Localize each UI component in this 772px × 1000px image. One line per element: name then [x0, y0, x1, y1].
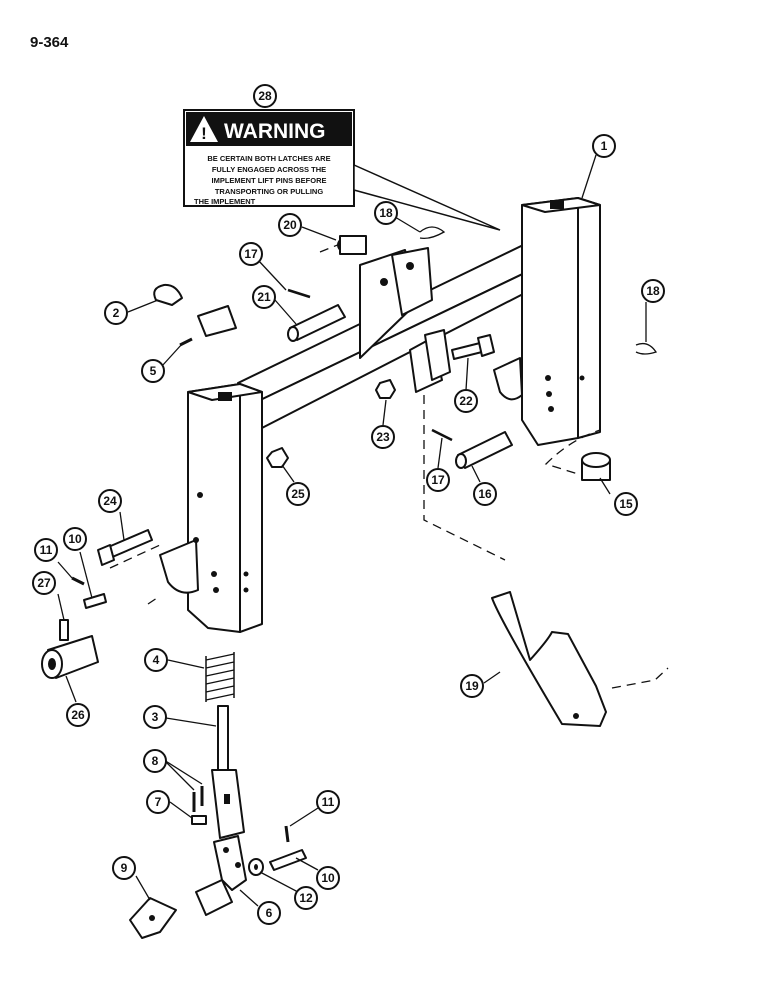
part-sleeve-26	[41, 635, 99, 679]
part-pin-7	[191, 815, 207, 825]
callout-20: 20	[278, 213, 302, 237]
svg-text:11: 11	[40, 543, 53, 557]
callout-24: 24	[98, 489, 122, 513]
part-plate-19	[491, 591, 607, 727]
warning-title: WARNING	[224, 120, 326, 143]
part-pin-10-left	[83, 593, 107, 609]
svg-text:27: 27	[37, 576, 51, 590]
callout-7: 7	[146, 790, 170, 814]
part-wedge-9	[129, 897, 177, 939]
svg-text:2: 2	[113, 306, 120, 320]
callout-8: 8	[143, 749, 167, 773]
callout-2: 2	[104, 301, 128, 325]
part-latch-rod	[211, 705, 245, 839]
callout-17-lower: 17	[426, 468, 450, 492]
part-roll-pin-11	[71, 576, 85, 586]
svg-text:3: 3	[152, 710, 159, 724]
callout-5: 5	[141, 359, 165, 383]
callout-10-lower: 10	[316, 866, 340, 890]
warning-line-1: BE CERTAIN BOTH LATCHES ARE	[207, 154, 330, 163]
part-bushing-lower	[581, 452, 611, 481]
svg-text:6: 6	[266, 906, 273, 920]
callout-17-upper: 17	[239, 242, 263, 266]
part-cotter-upper	[287, 288, 311, 299]
callout-3: 3	[143, 705, 167, 729]
svg-text:5: 5	[150, 364, 157, 378]
part-bolt-24	[97, 529, 153, 566]
part-bushing-upper	[337, 235, 367, 255]
svg-text:23: 23	[376, 430, 390, 444]
part-bolt-22	[451, 334, 495, 360]
warning-decal: ! WARNING BE CERTAIN BOTH LATCHES ARE FU…	[183, 109, 355, 207]
part-roll-pin-11-lower	[284, 825, 290, 843]
callout-16: 16	[473, 482, 497, 506]
callout-11-left: 11	[34, 538, 58, 562]
svg-text:8: 8	[152, 754, 159, 768]
part-hairpin-right	[635, 342, 658, 355]
svg-text:21: 21	[257, 290, 271, 304]
part-latch-hook	[153, 283, 237, 337]
part-washer-12	[248, 858, 264, 876]
svg-text:22: 22	[459, 394, 473, 408]
part-cotter-lower	[431, 428, 453, 442]
callout-6: 6	[257, 901, 281, 925]
svg-text:15: 15	[619, 497, 633, 511]
callout-10-left: 10	[63, 527, 87, 551]
svg-text:!: !	[201, 124, 207, 143]
callout-25: 25	[286, 482, 310, 506]
svg-text:11: 11	[322, 795, 335, 809]
callout-19: 19	[460, 674, 484, 698]
svg-text:16: 16	[478, 487, 492, 501]
part-latch-6	[195, 835, 247, 916]
svg-text:24: 24	[103, 494, 117, 508]
warning-line-4: TRANSPORTING OR PULLING	[215, 187, 323, 196]
warning-line-2: FULLY ENGAGED ACROSS THE	[212, 165, 326, 174]
svg-text:20: 20	[283, 218, 297, 232]
callout-18-upper: 18	[374, 201, 398, 225]
svg-text:9: 9	[121, 861, 128, 875]
callout-26: 26	[66, 703, 90, 727]
callout-27: 27	[32, 571, 56, 595]
svg-text:10: 10	[321, 871, 335, 885]
svg-text:17: 17	[244, 247, 258, 261]
svg-text:17: 17	[431, 473, 445, 487]
svg-text:18: 18	[379, 206, 393, 220]
callout-28: 28	[253, 84, 277, 108]
part-pin-upper	[287, 304, 346, 342]
svg-text:4: 4	[153, 653, 160, 667]
svg-text:26: 26	[71, 708, 85, 722]
callout-15: 15	[614, 492, 638, 516]
part-roll-pin-27	[59, 619, 69, 641]
part-pin-lower	[455, 431, 513, 469]
part-nut-23	[375, 379, 396, 399]
svg-text:25: 25	[291, 487, 305, 501]
warning-line-5: THE IMPLEMENT	[194, 197, 256, 206]
svg-text:28: 28	[258, 89, 272, 103]
page-number: 9-364	[30, 34, 69, 51]
part-nut-25	[266, 447, 289, 468]
part-pin-10-lower	[269, 849, 307, 871]
svg-text:10: 10	[68, 532, 82, 546]
svg-text:1: 1	[601, 139, 608, 153]
part-hairpin-upper	[419, 226, 446, 240]
warning-line-3: IMPLEMENT LIFT PINS BEFORE	[211, 176, 326, 185]
callout-18-right: 18	[641, 279, 665, 303]
svg-text:12: 12	[299, 891, 313, 905]
callout-23: 23	[371, 425, 395, 449]
callout-9: 9	[112, 856, 136, 880]
callout-1: 1	[592, 134, 616, 158]
svg-text:19: 19	[465, 679, 479, 693]
decal-leader-wedge	[353, 163, 501, 231]
callout-21: 21	[252, 285, 276, 309]
callout-4: 4	[144, 648, 168, 672]
hitch-frame	[159, 197, 601, 633]
callout-11-lower: 11	[316, 790, 340, 814]
callout-12: 12	[294, 886, 318, 910]
part-spring	[205, 652, 235, 702]
svg-text:7: 7	[155, 795, 162, 809]
callout-22: 22	[454, 389, 478, 413]
svg-text:18: 18	[646, 284, 660, 298]
